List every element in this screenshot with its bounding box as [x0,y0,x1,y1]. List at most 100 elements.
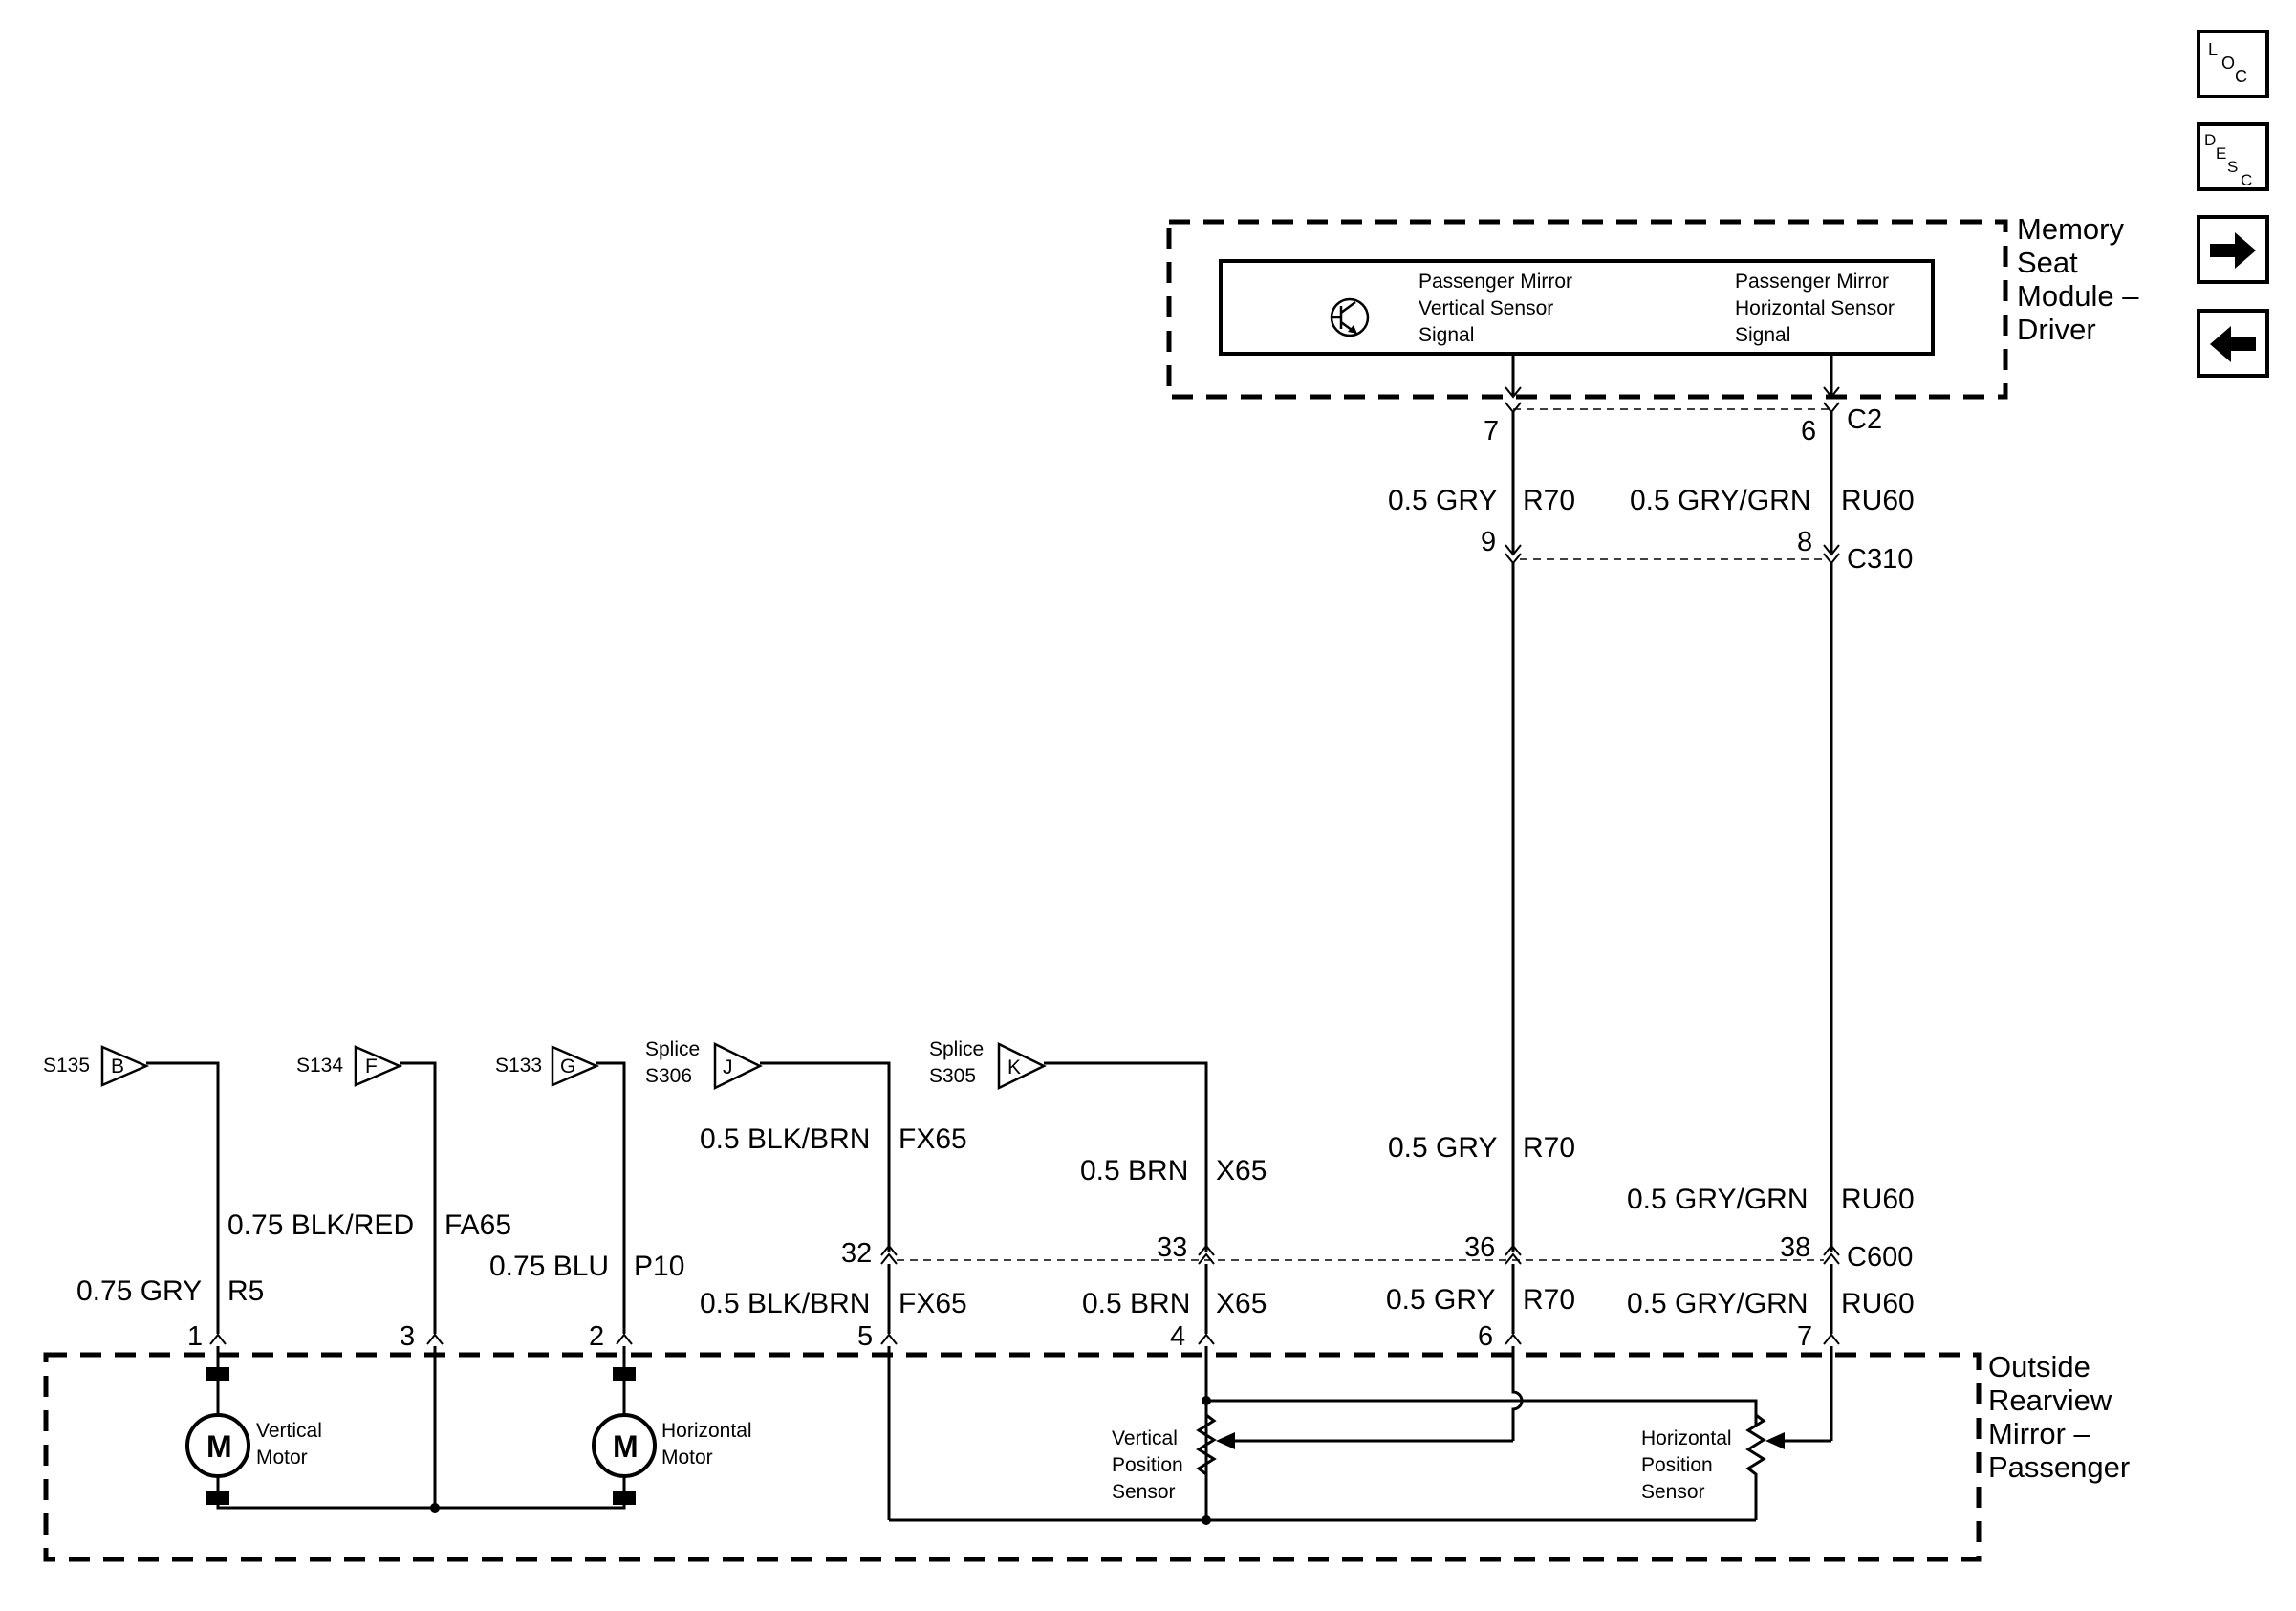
s305-letter: K [1007,1056,1021,1078]
s133-letter: G [560,1056,575,1078]
s134-splice-flag [354,1045,403,1087]
x65-upper-circuit: X65 [1216,1155,1267,1186]
svg-text:Seat: Seat [2017,246,2078,279]
c310-pin8-mark-a [1823,544,1840,556]
fa65-size-color: 0.75 BLK/RED [227,1209,414,1241]
svg-text:Memory: Memory [2017,212,2124,246]
s306-prefix: Splice [645,1038,700,1060]
svg-text:Horizontal Sensor: Horizontal Sensor [1735,297,1895,319]
fx65-upper-circuit: FX65 [899,1123,967,1155]
svg-text:Vertical Sensor: Vertical Sensor [1419,297,1553,319]
x65-lower-circuit: X65 [1216,1288,1267,1319]
c310-pin9-mark-a [1505,544,1522,556]
svg-text:Outside: Outside [1988,1350,2090,1383]
r70-lower-circuit: R70 [1523,1284,1575,1316]
mirror-pin-2: 2 [589,1321,604,1352]
arrow-right-icon [2210,232,2256,269]
svg-text:Passenger Mirror: Passenger Mirror [1735,271,1889,293]
c2-pin6-mark [1823,402,1840,414]
mirror-pin-1: 1 [187,1321,203,1352]
s133-label: S133 [495,1055,542,1077]
svg-text:Passenger Mirror: Passenger Mirror [1419,271,1572,293]
loc-letter-o: O [2221,54,2235,73]
p10-size-color: 0.75 BLU [489,1251,609,1282]
s306-splice-flag [713,1041,763,1091]
mirror-boundary [43,1352,1982,1562]
c2-pin7-mark [1505,402,1522,414]
c600-pin-33: 33 [1157,1232,1187,1263]
s306-label: S306 [645,1065,692,1087]
svg-text:Passenger: Passenger [1988,1450,2130,1484]
vertical-sensor-label-2: Position [1112,1454,1183,1476]
mirror-label: Outside Rearview Mirror – Passenger [1988,1350,2130,1484]
s135-splice-flag [100,1045,150,1087]
s305-splice-flag [997,1041,1047,1091]
ru60-module-arrow [1823,386,1840,399]
s306-letter: J [723,1056,733,1078]
next-page-button[interactable] [2197,215,2269,284]
sensor-low-reference-junction [1202,1515,1211,1525]
vertical-sensor-signal-label: Passenger Mirror Vertical Sensor Signal [1419,271,1572,346]
ru60-lower-size-color: 0.5 GRY/GRN [1627,1288,1809,1319]
horizontal-motor-label-2: Motor [661,1447,713,1469]
horizontal-sensor-label-3: Sensor [1641,1481,1705,1503]
r70-middle-circuit: R70 [1523,1132,1575,1164]
vertical-motor-label-2: Motor [256,1447,308,1469]
svg-text:Driver: Driver [2017,313,2096,346]
previous-page-button[interactable] [2197,309,2269,378]
horizontal-motor-symbol: M [613,1429,639,1464]
horizontal-sensor-signal-label: Passenger Mirror Horizontal Sensor Signa… [1735,271,1895,346]
loc-button[interactable]: L O C [2197,30,2269,98]
fx65-wire-upper [760,1061,891,1252]
c310-label: C310 [1847,544,1913,575]
r70-crossover [1511,1346,1524,1441]
fx65-lower-size-color: 0.5 BLK/BRN [700,1288,870,1319]
vertical-sensor-label-1: Vertical [1112,1427,1178,1449]
loc-letter-c: C [2235,67,2247,86]
x65-upper-size-color: 0.5 BRN [1080,1155,1188,1186]
ru60-middle-size-color: 0.5 GRY/GRN [1627,1184,1809,1215]
svg-text:Signal: Signal [1735,324,1790,346]
ru60-middle-circuit: RU60 [1841,1184,1915,1215]
fa65-circuit: FA65 [444,1209,511,1241]
s133-splice-flag [551,1045,600,1087]
svg-text:Rearview: Rearview [1988,1383,2112,1417]
r5-circuit: R5 [227,1275,264,1307]
horizontal-motor: M [592,1367,657,1505]
svg-text:Mirror –: Mirror – [1988,1417,2091,1450]
r5-size-color: 0.75 GRY [76,1275,202,1307]
mirror-pin-7: 7 [1797,1321,1812,1352]
r70-upper-size-color: 0.5 GRY [1388,485,1498,516]
horizontal-sensor-wiper-arrow [1765,1432,1785,1449]
desc-button[interactable]: D E S C [2197,122,2269,191]
vertical-motor: M [185,1367,250,1505]
s135-letter: B [111,1056,124,1078]
svg-text:Module –: Module – [2017,279,2139,313]
sensor-reference-junction [1202,1396,1211,1405]
ru60-lower-circuit: RU60 [1841,1288,1915,1319]
motor-common-junction [430,1503,440,1513]
desc-letter-d: D [2204,131,2216,149]
vertical-position-sensor [1196,1413,1217,1520]
s305-label: S305 [929,1065,976,1087]
vertical-motor-label-1: Vertical [256,1420,322,1442]
mirror-pin-5: 5 [857,1321,873,1352]
c2-pin-7: 7 [1484,416,1499,446]
horizontal-position-sensor [1745,1413,1766,1520]
c600-pin-36: 36 [1464,1232,1495,1263]
r5-wire [146,1061,220,1334]
mirror-pin-4: 4 [1170,1321,1185,1352]
fx65-lower-circuit: FX65 [899,1288,967,1319]
memory-module-box [1219,259,1935,356]
c600-pin-38: 38 [1780,1232,1810,1263]
fa65-wire [400,1061,437,1334]
memory-module-boundary [1166,219,2008,400]
s134-letter: F [365,1056,378,1078]
desc-letter-e: E [2216,144,2226,163]
p10-circuit: P10 [634,1251,684,1282]
vertical-motor-symbol: M [206,1429,232,1464]
transistor-icon [1330,297,1370,337]
r70-module-arrow [1505,386,1522,399]
s134-label: S134 [296,1055,343,1077]
c2-label: C2 [1847,404,1882,435]
